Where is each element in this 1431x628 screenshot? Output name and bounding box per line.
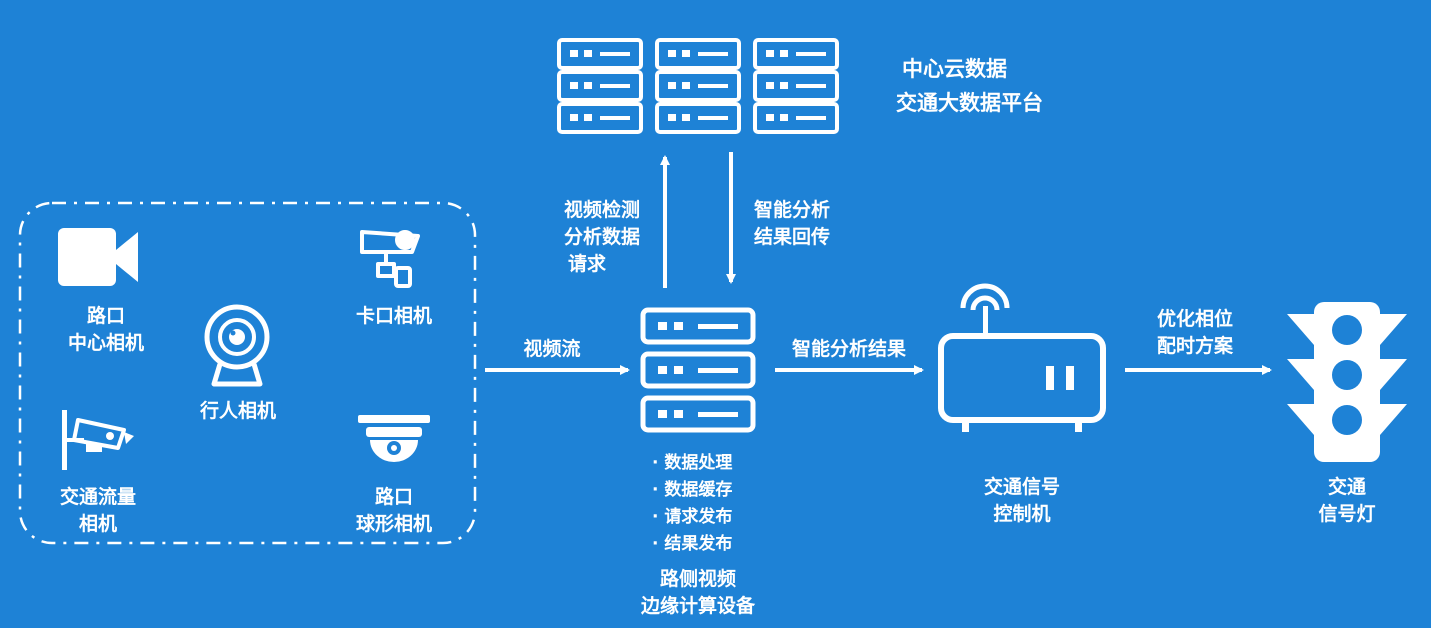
intersection-center-camera-line1: 路口	[86, 305, 125, 327]
cctv-camera-icon	[62, 410, 134, 470]
traffic-flow-camera-line1: 交通流量	[59, 486, 136, 508]
edge-server-icon	[640, 307, 756, 433]
signal-controller-line1: 交通信号	[983, 476, 1060, 498]
dome-camera-label: 路口 球形相机	[334, 484, 454, 538]
traffic-light-line2: 信号灯	[1318, 503, 1376, 525]
return-label-line2: 结果回传	[753, 226, 830, 248]
intersection-center-camera-label: 路口 中心相机	[46, 303, 166, 357]
feature-item: · 请求发布	[652, 507, 733, 527]
request-label-line2: 分析数据	[563, 226, 640, 248]
optimize-label: 优化相位 配时方案	[1140, 306, 1250, 360]
camera-group-box	[18, 201, 477, 545]
cloud-platform-label: 中心云数据 交通大数据平台	[896, 52, 1043, 120]
security-camera-icon	[360, 230, 420, 288]
dome-camera-icon	[358, 415, 430, 462]
server-rack-2	[655, 38, 741, 134]
server-rack-1	[557, 38, 643, 134]
optimize-label-line2: 配时方案	[1156, 335, 1233, 357]
webcam-icon	[204, 304, 270, 387]
signal-controller-icon	[938, 283, 1106, 432]
traffic-light-icon	[1287, 302, 1407, 462]
video-camera-icon	[58, 228, 138, 286]
traffic-light-label: 交通 信号灯	[1300, 474, 1394, 528]
edge-device-line2: 边缘计算设备	[640, 595, 755, 617]
request-label: 视频检测 分析数据 请求	[548, 197, 656, 278]
feature-item: · 结果发布	[652, 534, 733, 554]
video-stream-label: 视频流	[523, 338, 581, 360]
edge-device-line1: 路侧视频	[659, 568, 736, 590]
cloud-label-line1: 中心云数据	[902, 57, 1007, 81]
result-label: 智能分析结果	[791, 338, 906, 360]
edge-device-label: 路侧视频 边缘计算设备	[618, 566, 778, 620]
edge-device-feature-list: · 数据处理 · 数据缓存 · 请求发布 · 结果发布	[652, 450, 732, 558]
request-label-line1: 视频检测	[563, 199, 640, 221]
feature-item: · 数据处理	[652, 453, 733, 473]
intersection-center-camera-line2: 中心相机	[67, 332, 144, 354]
signal-controller-label: 交通信号 控制机	[962, 474, 1082, 528]
traffic-flow-camera-line2: 相机	[78, 513, 117, 535]
server-rack-3	[753, 38, 839, 134]
checkpoint-camera-label: 卡口相机	[355, 305, 432, 327]
traffic-flow-camera-label: 交通流量 相机	[38, 484, 158, 538]
cloud-label-line2: 交通大数据平台	[896, 91, 1043, 115]
feature-item: · 数据缓存	[652, 480, 733, 500]
signal-controller-line2: 控制机	[993, 503, 1051, 525]
return-label-line1: 智能分析	[753, 199, 830, 221]
optimize-label-line1: 优化相位	[1156, 308, 1233, 330]
cloud-server-icon	[557, 38, 839, 134]
request-label-line3: 请求	[568, 253, 607, 275]
dome-camera-line1: 路口	[374, 486, 413, 508]
traffic-light-line1: 交通	[1327, 476, 1366, 498]
return-label: 智能分析 结果回传	[740, 197, 844, 251]
dome-camera-line2: 球形相机	[355, 513, 432, 535]
pedestrian-camera-label: 行人相机	[199, 400, 276, 422]
